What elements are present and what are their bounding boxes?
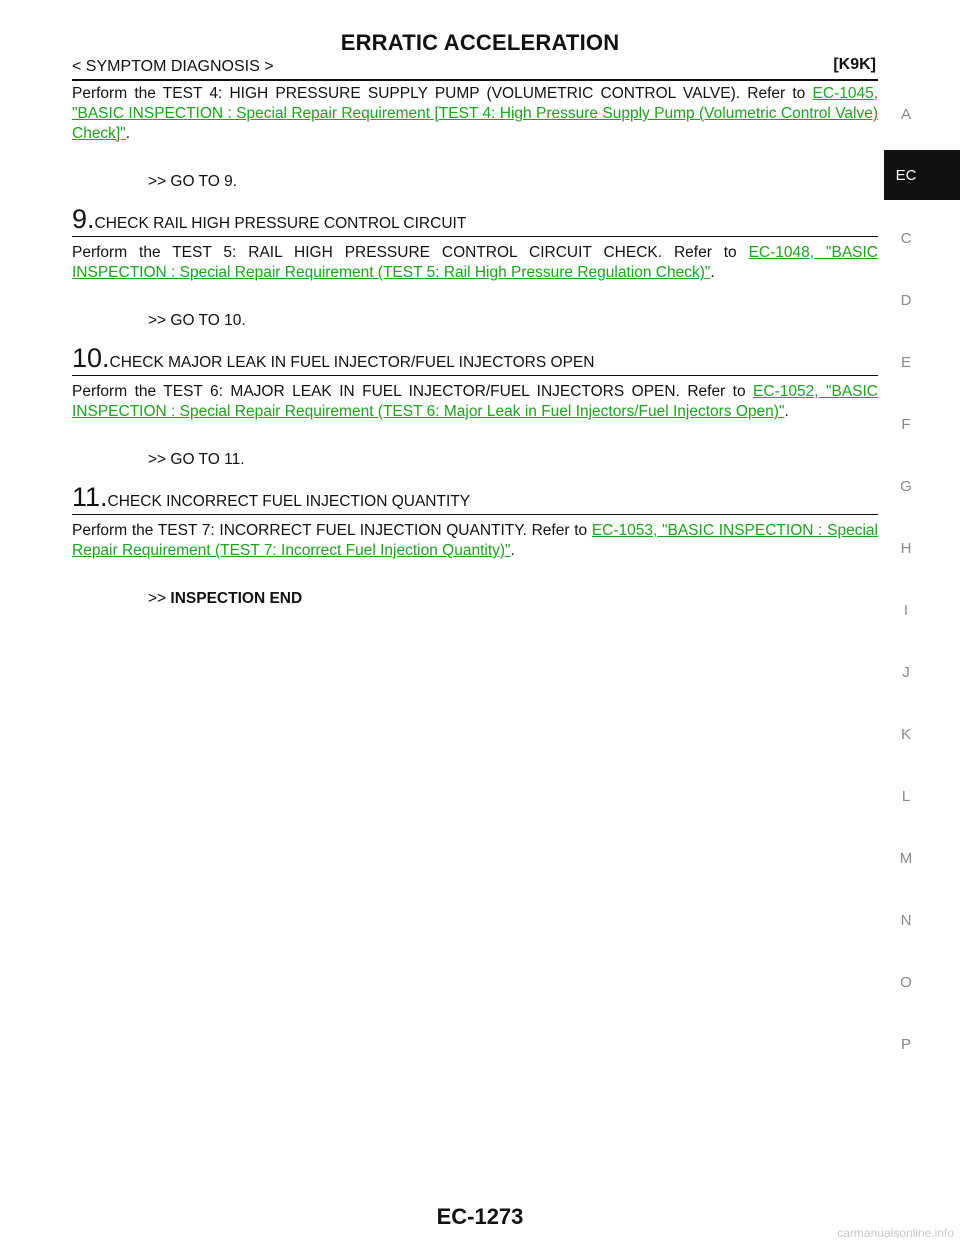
inspection-end-prefix: >>	[148, 590, 171, 607]
inspection-end-label: INSPECTION END	[170, 590, 303, 607]
step-11-number: 11.	[72, 482, 108, 512]
section-tag: < SYMPTOM DIAGNOSIS >	[72, 58, 274, 75]
step-10-rule	[72, 375, 878, 376]
step-11-end: .	[510, 542, 515, 559]
side-index-o[interactable]: O	[900, 974, 912, 991]
side-index-h[interactable]: H	[900, 540, 912, 557]
header-rule	[72, 79, 878, 81]
goto-step-9: >> GO TO 9.	[148, 173, 238, 190]
side-index-c[interactable]: C	[900, 230, 912, 247]
goto-step-11: >> GO TO 11.	[148, 451, 245, 468]
model-code: [K9K]	[833, 56, 876, 73]
step-10-heading: 10.CHECK MAJOR LEAK IN FUEL INJECTOR/FUE…	[72, 343, 878, 373]
step-9-heading: 9.CHECK RAIL HIGH PRESSURE CONTROL CIRCU…	[72, 204, 878, 234]
side-index: A EC C D E F G H I J K L M N O P	[884, 0, 960, 1242]
inspection-end: >> INSPECTION END	[148, 589, 878, 609]
step-11-reference-link[interactable]: EC-1053, "BASIC INSPECTION : Special Rep…	[72, 522, 878, 559]
step-11-paragraph: Perform the TEST 7: INCORRECT FUEL INJEC…	[72, 521, 878, 561]
step-10-paragraph: Perform the TEST 6: MAJOR LEAK IN FUEL I…	[72, 382, 878, 422]
step-9-end: .	[710, 264, 715, 281]
goto-step-10: >> GO TO 10.	[148, 312, 246, 329]
step-9-reference-link[interactable]: EC-1048, "BASIC INSPECTION : Special Rep…	[72, 244, 878, 281]
step-10-title: CHECK MAJOR LEAK IN FUEL INJECTOR/FUEL I…	[109, 354, 595, 371]
step-9-rule	[72, 236, 878, 237]
side-index-p[interactable]: P	[900, 1036, 911, 1053]
side-index-m[interactable]: M	[899, 850, 913, 867]
side-index-e[interactable]: E	[900, 354, 911, 371]
step-11-rule	[72, 514, 878, 515]
step-9-text: Perform the TEST 5: RAIL HIGH PRESSURE C…	[72, 244, 749, 261]
side-index-n[interactable]: N	[900, 912, 912, 929]
side-index-j[interactable]: J	[902, 664, 910, 681]
intro-end: .	[125, 125, 131, 142]
side-index-tab-label: EC	[895, 167, 917, 184]
step-10-number: 10.	[72, 343, 110, 373]
content-area: Perform the TEST 4: HIGH PRESSURE SUPPLY…	[72, 84, 878, 609]
side-index-tab-ec[interactable]: EC	[884, 150, 960, 200]
side-index-d[interactable]: D	[900, 292, 912, 309]
step-11-title: CHECK INCORRECT FUEL INJECTION QUANTITY	[107, 493, 471, 510]
watermark: carmanualsonline.info	[837, 1226, 954, 1240]
step-9-paragraph: Perform the TEST 5: RAIL HIGH PRESSURE C…	[72, 243, 878, 283]
step-11-text: Perform the TEST 7: INCORRECT FUEL INJEC…	[72, 522, 592, 539]
side-index-k[interactable]: K	[900, 726, 911, 743]
side-index-f[interactable]: F	[901, 416, 911, 433]
step-9-number: 9.	[72, 204, 95, 234]
side-index-l[interactable]: L	[901, 788, 911, 805]
step-10-end: .	[784, 403, 789, 420]
side-index-i[interactable]: I	[903, 602, 909, 619]
intro-paragraph: Perform the TEST 4: HIGH PRESSURE SUPPLY…	[72, 84, 878, 144]
step-10-text: Perform the TEST 6: MAJOR LEAK IN FUEL I…	[72, 383, 754, 400]
side-index-g[interactable]: G	[900, 478, 912, 495]
intro-text: Perform the TEST 4: HIGH PRESSURE SUPPLY…	[72, 85, 813, 102]
page-title: ERRATIC ACCELERATION	[340, 30, 620, 55]
page-number: EC-1273	[436, 1204, 524, 1229]
intro-reference-link[interactable]: EC-1045, "BASIC INSPECTION : Special Rep…	[72, 85, 878, 142]
step-10-reference-link[interactable]: EC-1052, "BASIC INSPECTION : Special Rep…	[72, 383, 878, 420]
step-9-title: CHECK RAIL HIGH PRESSURE CONTROL CIRCUIT	[94, 215, 467, 232]
side-index-a[interactable]: A	[900, 106, 911, 123]
step-11-heading: 11.CHECK INCORRECT FUEL INJECTION QUANTI…	[72, 482, 878, 512]
